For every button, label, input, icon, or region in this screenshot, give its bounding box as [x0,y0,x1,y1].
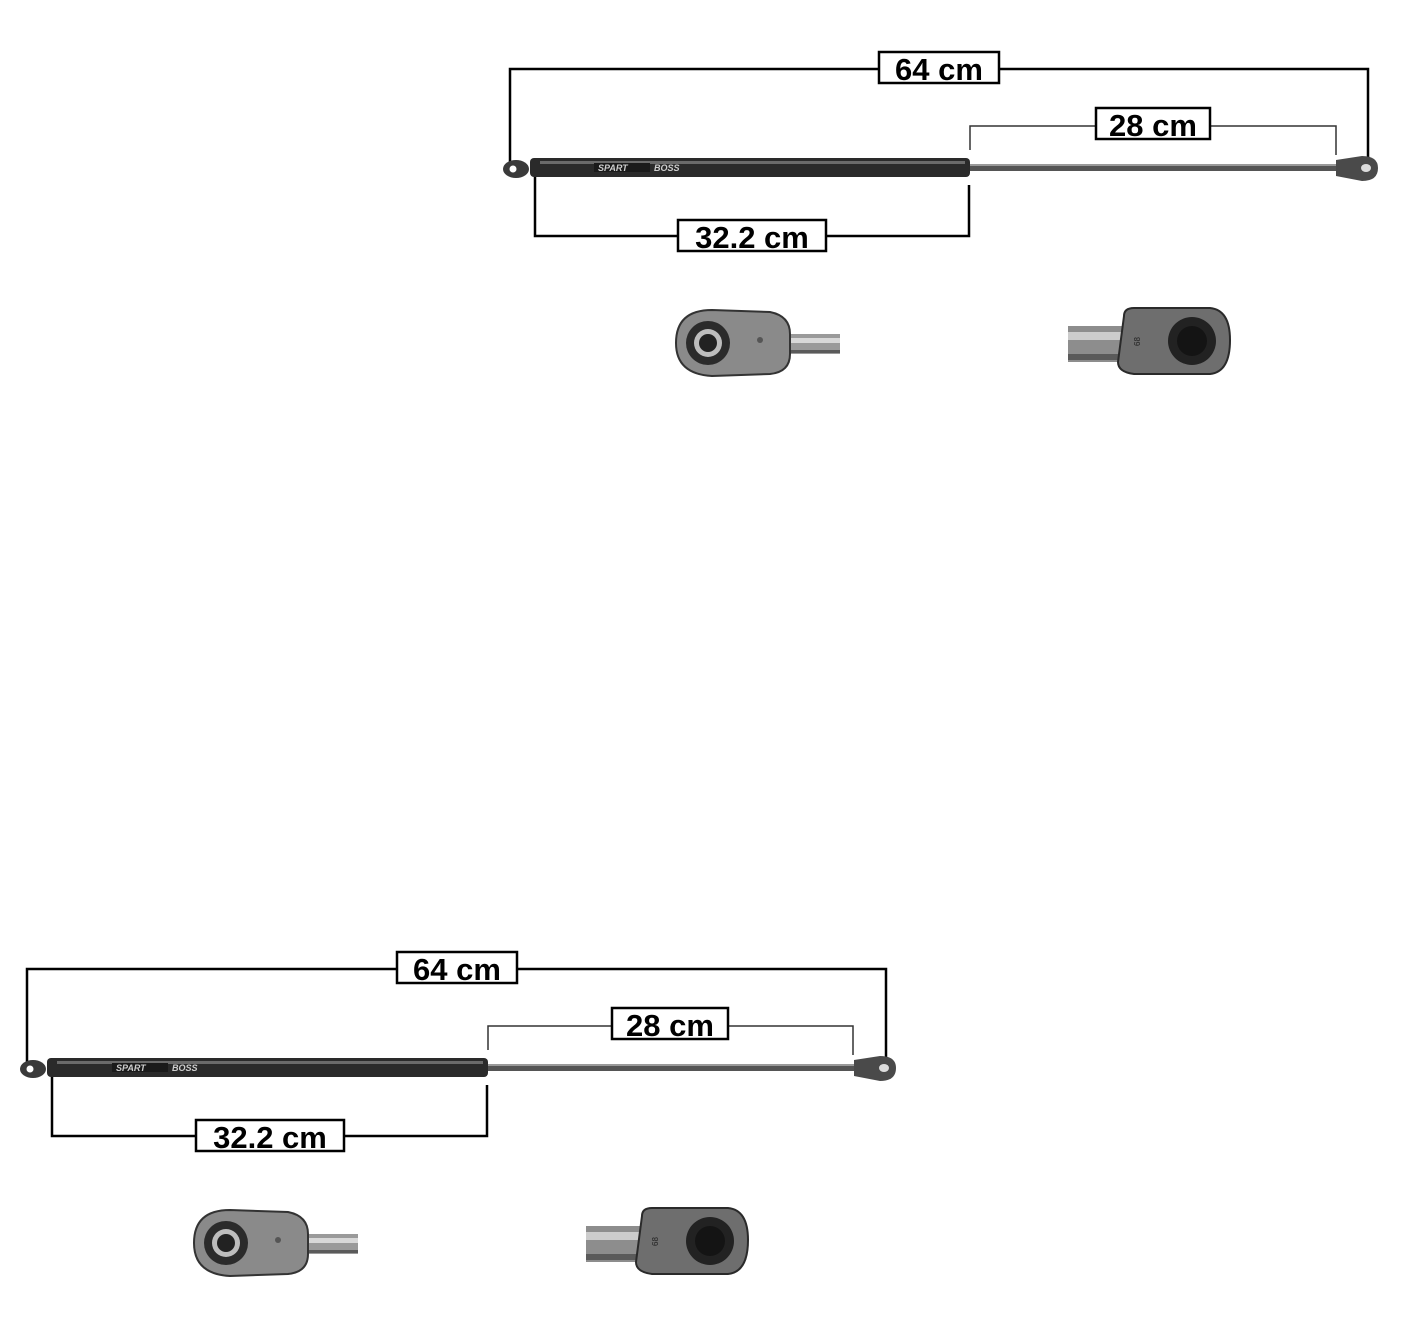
svg-text:68: 68 [1133,337,1142,346]
rod-length-label: 28 cm [626,1008,714,1043]
gas-strut: SPART BOSS [503,156,1378,181]
gas-strut: SPART BOSS [20,1056,896,1081]
rod-dimension: 28 cm [487,1006,854,1055]
overall-length-label: 64 cm [895,52,983,87]
socket-fitting-icon: 68 [586,1207,750,1275]
brand-logo [112,1063,168,1072]
eyelet-fitting-icon [674,308,840,378]
socket-fitting-icon: 68 [1068,307,1232,375]
right-eyelet-icon [1336,156,1378,181]
svg-text:68: 68 [651,1237,660,1246]
eyelet-fitting-icon [192,1208,358,1278]
strut-diagram-top: 64 cm 28 cm 32.2 cm SPART BOSS [0,0,1404,400]
brand-logo [594,163,650,172]
strut-rod [488,1064,860,1071]
svg-text:SPART: SPART [598,163,629,173]
body-length-label: 32.2 cm [213,1120,327,1155]
overall-dimension: 64 cm [508,50,1370,165]
strut-diagram-svg: 64 cm 28 cm 32.2 cm SPART BOSS [503,50,1378,378]
rod-length-label: 28 cm [1109,108,1197,143]
svg-text:SPART: SPART [116,1063,147,1073]
strut-diagram-bottom: 64 cm 28 cm 32.2 cm SPART BOSS [0,900,1404,1300]
body-length-label: 32.2 cm [695,220,809,255]
rod-dimension: 28 cm [969,106,1337,155]
body-dimension: 32.2 cm [533,172,971,255]
body-dimension: 32.2 cm [50,1072,489,1155]
right-eyelet-icon [854,1056,896,1081]
strut-diagram-svg: 64 cm 28 cm 32.2 cm SPART BOSS [20,950,896,1278]
overall-dimension: 64 cm [25,950,888,1065]
svg-text:BOSS: BOSS [654,163,680,173]
strut-rod [970,164,1342,171]
svg-text:BOSS: BOSS [172,1063,198,1073]
overall-length-label: 64 cm [413,952,501,987]
